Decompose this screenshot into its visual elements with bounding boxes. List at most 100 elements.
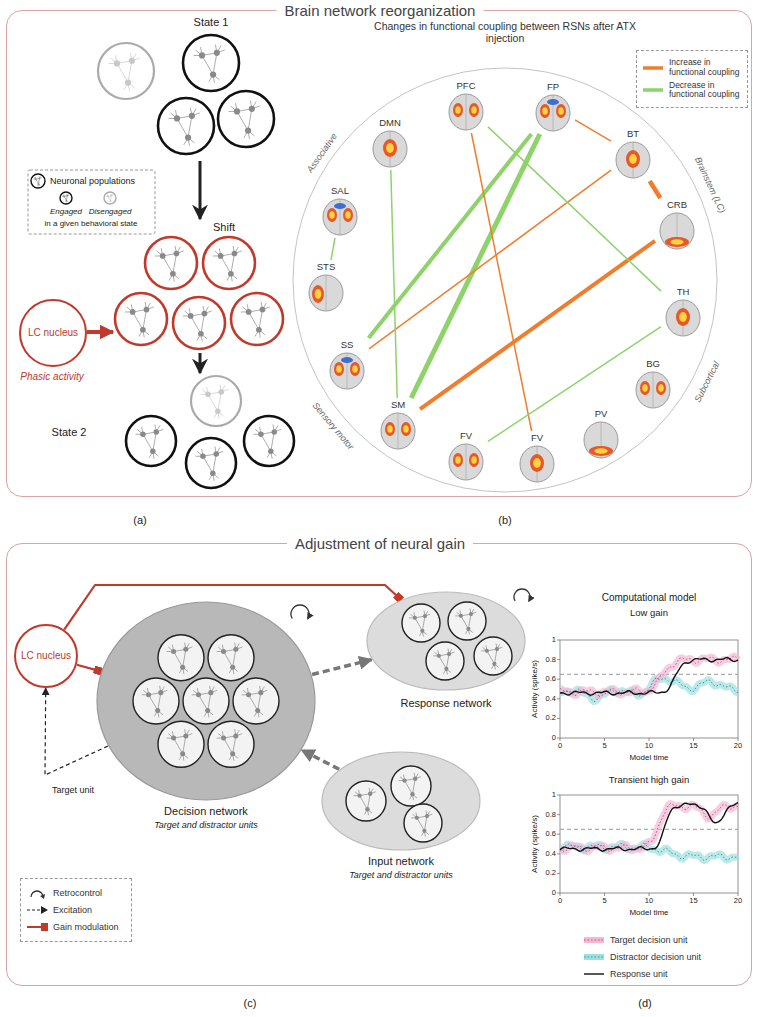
connector (369, 170, 611, 349)
soma (215, 409, 221, 415)
annotation-label: (d) (638, 997, 651, 1010)
axon (66, 196, 68, 201)
axon (110, 196, 112, 201)
axon (237, 111, 248, 130)
population-circle (448, 602, 486, 640)
rsn-node: SAL (318, 184, 362, 238)
soma (230, 665, 235, 670)
soma (198, 331, 204, 337)
activation-blob (453, 453, 463, 467)
activation-blob (312, 285, 324, 303)
soma (249, 106, 255, 112)
annotation-label: Model time (629, 908, 668, 917)
node-label: FV (531, 433, 543, 444)
annotation-label: Model time (629, 753, 668, 762)
brain-outline (309, 275, 343, 311)
soma (171, 736, 176, 741)
activation-core (455, 106, 461, 114)
axon (163, 256, 173, 274)
dendrite (34, 179, 36, 180)
activation-blob (556, 104, 566, 118)
axon (153, 432, 156, 451)
legend-sample (642, 83, 665, 97)
activation-blob (385, 422, 395, 436)
annotation-label: Computational model (602, 592, 697, 604)
dendrite (110, 200, 111, 202)
connector (420, 241, 655, 409)
axon (143, 310, 147, 330)
plot-frame (560, 640, 738, 738)
activation-core (542, 107, 548, 115)
soma (188, 313, 194, 319)
network-ellipse (97, 602, 315, 800)
plot-frame (560, 795, 738, 893)
population-circle (115, 293, 167, 345)
node-label: State 1 (194, 16, 229, 29)
node-label: STS (317, 262, 335, 273)
dendrite (106, 196, 108, 197)
activation-core (387, 425, 393, 433)
soma (245, 128, 251, 134)
connector (199, 161, 202, 219)
axon (208, 394, 218, 411)
axon (360, 796, 368, 810)
activation-blob (626, 150, 640, 168)
axon (461, 616, 468, 629)
population-circle (126, 416, 176, 466)
response-line (560, 803, 738, 852)
axon (174, 738, 183, 754)
axon (231, 254, 235, 274)
legend-row: Response unit (583, 967, 743, 981)
node-label: Decision network (164, 805, 248, 818)
node-label: FP (547, 82, 559, 93)
tick (649, 738, 650, 741)
legend-band (584, 954, 604, 960)
tick (557, 640, 560, 641)
axon (424, 816, 427, 831)
brain-outline (616, 142, 650, 178)
annotation-label: 0.6 (546, 830, 556, 839)
node-label: Target and distractor units (154, 820, 258, 830)
annotation-label: 5 (602, 742, 606, 751)
activation-blob (589, 446, 613, 456)
dendrite (107, 195, 108, 196)
soma (256, 327, 262, 333)
soma (210, 471, 216, 477)
brain-outline (330, 353, 364, 389)
annotation-label: 0 (552, 734, 556, 743)
axon (173, 254, 177, 274)
connector (312, 660, 372, 675)
activation-core (533, 458, 541, 468)
legend-square (41, 923, 48, 931)
brain-midline (466, 95, 467, 129)
connector (331, 238, 335, 260)
legend-row: Distractor decision unit (583, 950, 743, 964)
axon (494, 649, 497, 664)
axon (177, 118, 188, 137)
node-label: SM (391, 400, 405, 411)
population-circle (203, 237, 255, 289)
axon (221, 256, 231, 274)
soma (155, 708, 160, 713)
legend-text: Distractor decision unit (610, 952, 701, 962)
soma (413, 616, 417, 620)
tick (604, 738, 605, 741)
legend-row: Decrease in functional coupling (642, 81, 742, 101)
tick (557, 659, 560, 660)
network-ellipse (322, 752, 480, 850)
population-circle (133, 678, 179, 724)
dendrite (109, 200, 111, 202)
axon (213, 454, 216, 473)
legend-line (27, 926, 42, 928)
legend-text: Target decision unit (610, 935, 688, 945)
axon (249, 312, 259, 330)
annotation-label: 20 (734, 742, 742, 751)
activation-core (594, 448, 607, 454)
soma (255, 708, 260, 713)
annotation-label: 0.6 (546, 675, 556, 684)
connector (488, 127, 661, 291)
annotation-label: Associative (305, 131, 340, 174)
dendrite (111, 195, 113, 197)
soma (466, 627, 470, 631)
